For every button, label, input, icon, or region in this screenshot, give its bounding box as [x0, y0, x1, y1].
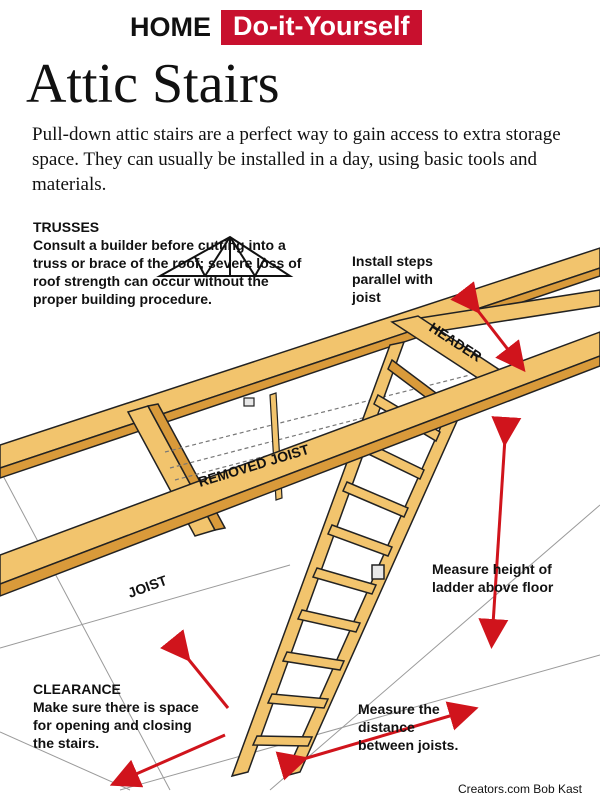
install-note: Install steps parallel with joist: [352, 253, 433, 305]
clearance-note: CLEARANCE Make sure there is space for o…: [33, 680, 213, 752]
measure-distance-note: Measure the distance between joists.: [358, 701, 459, 753]
joist-front: [0, 331, 600, 597]
arrows: [109, 281, 526, 788]
header-banner: HOME Do-it-Yourself: [130, 6, 422, 48]
clearance-heading: CLEARANCE: [33, 681, 121, 697]
header-arrow: [450, 281, 526, 373]
clearance-body: Make sure there is space for opening and…: [33, 699, 199, 751]
home-label: HOME: [130, 11, 211, 42]
measure-height-note: Measure height of ladder above floor: [432, 561, 554, 595]
truss-icon: [156, 235, 294, 277]
trusses-body: Consult a builder before cutting into a …: [33, 237, 302, 307]
intro-text: Pull-down attic stairs are a perfect way…: [32, 124, 561, 195]
trusses-heading: TRUSSES: [33, 219, 100, 235]
diy-label: Do-it-Yourself: [221, 9, 422, 45]
clearance-arrow-down: [109, 733, 226, 788]
height-arrow: [478, 416, 522, 649]
credit: Creators.com Bob Kast: [457, 782, 582, 796]
page-title: Attic Stairs: [26, 53, 280, 115]
trusses-note: TRUSSES Consult a builder before cutting…: [33, 218, 303, 308]
joist-text: JOIST: [126, 572, 170, 601]
clearance-arrow-up: [160, 629, 230, 709]
distance-arrow: [275, 701, 479, 781]
